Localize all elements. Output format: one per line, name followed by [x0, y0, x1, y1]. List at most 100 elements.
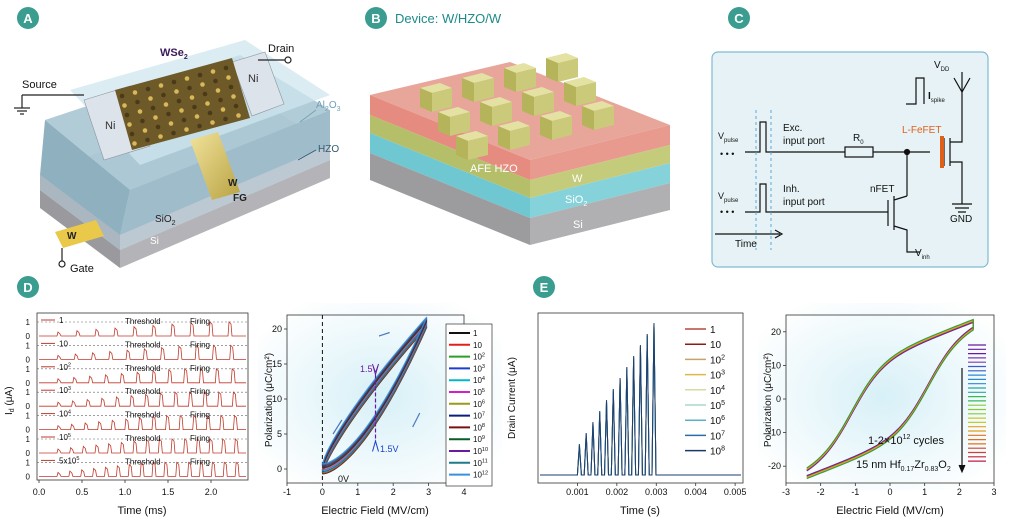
label-inh-2: input port — [783, 197, 825, 208]
xtick-label: 3 — [991, 487, 996, 497]
wse2-atom — [176, 98, 182, 104]
current-ylabel: Drain Current (μA) — [507, 357, 518, 439]
wse2-atom — [202, 91, 208, 97]
xtick-label: 2 — [957, 487, 962, 497]
electrode-front — [564, 82, 576, 106]
w-front — [370, 115, 530, 198]
hzo-left — [40, 120, 130, 235]
electrode-top — [582, 101, 614, 111]
wse2-atom — [192, 104, 197, 110]
wse2-atom — [184, 127, 189, 132]
label-vinh: Vinh — [915, 248, 930, 261]
badge-e-label: E — [540, 280, 549, 295]
legend-label: 1 — [473, 329, 478, 338]
wse2-atom — [207, 110, 213, 116]
ytick-zero: 0 — [26, 332, 31, 341]
firing-label: Firing — [190, 411, 210, 420]
label-drain: Drain — [268, 43, 294, 55]
xtick-label: 0.005 — [724, 487, 747, 497]
electrode-front — [480, 102, 492, 126]
wse2-atom — [132, 90, 138, 95]
firing-label: Firing — [190, 364, 210, 373]
ann-arrow-up — [372, 439, 379, 452]
xtick-label: 1.0 — [119, 487, 132, 497]
xtick-label: 0 — [320, 487, 325, 497]
ann-arrow-down — [372, 363, 379, 377]
xtick-label: 0.003 — [645, 487, 668, 497]
ytick-one: 1 — [26, 458, 31, 467]
wse2-atom — [200, 82, 205, 87]
legend-label: 105 — [710, 400, 725, 412]
panel-c: C VDD Ispike — [711, 7, 989, 268]
electrode-top — [420, 83, 452, 93]
sweep-arrow-3 — [332, 419, 343, 435]
w-electrode-array — [420, 53, 614, 160]
gate-terminal — [58, 260, 66, 268]
circuit-wires — [715, 72, 972, 253]
hzo-leader — [297, 149, 317, 161]
wse2-atom — [135, 99, 140, 105]
wse2-atom — [129, 131, 135, 137]
ytick-zero: 0 — [26, 472, 31, 481]
spike-stack-ylabel: Id (μA) — [4, 386, 16, 415]
label-fg: FG — [233, 193, 247, 204]
electrode-front — [582, 106, 594, 130]
label-w-gate: W — [67, 231, 77, 242]
legend-label: 105 — [473, 388, 485, 397]
wse2-atom — [171, 130, 176, 136]
row-legend-label: 105 — [59, 433, 71, 442]
wse2-atom — [119, 93, 125, 99]
wse2-atom — [145, 86, 151, 92]
legend-label: 107 — [710, 430, 725, 442]
wse2-atom — [171, 79, 177, 85]
loop-e-series — [806, 318, 974, 480]
electrode-side — [552, 116, 572, 140]
afe-front — [370, 95, 530, 180]
row-legend-label: 104 — [59, 409, 71, 418]
wse2-atom — [220, 107, 226, 112]
ytick-zero: 0 — [26, 355, 31, 364]
xtick-label: 0 — [887, 487, 892, 497]
wse2-atom — [197, 123, 202, 129]
wse2-atom — [181, 117, 187, 123]
legend-label: 106 — [710, 415, 725, 427]
legend-label: 103 — [710, 370, 725, 382]
panel-b-title: Device: W/HZO/W — [395, 11, 502, 26]
circuit-box — [711, 51, 989, 268]
wse2-atom — [205, 101, 210, 106]
colorbar-arrowhead — [958, 464, 966, 474]
wse2-atom — [158, 83, 164, 88]
label-sio2: SiO2 — [155, 214, 176, 227]
wse2-atom — [233, 103, 239, 109]
wse2-atom — [122, 103, 127, 108]
sio2-side — [530, 163, 670, 218]
dots-exc: • • • — [720, 149, 734, 159]
badge-b-label: B — [371, 11, 380, 26]
wse2-atom — [187, 85, 192, 91]
xtick-label: 3 — [426, 487, 431, 497]
ytick-zero: 0 — [26, 426, 31, 435]
firing-label: Firing — [190, 340, 210, 349]
label-afe-hzo: AFE HZO — [470, 163, 518, 175]
xtick-label: 1 — [922, 487, 927, 497]
label-hzo: HZO — [318, 144, 339, 155]
ann-1p5v-top: 1.5V — [360, 364, 379, 374]
current-frame — [537, 312, 744, 484]
electrode-top — [564, 77, 596, 87]
si-side — [530, 183, 670, 245]
xtick-label: -2 — [817, 487, 825, 497]
w-fg-strip — [190, 132, 240, 200]
loop-e-cycles: 1-2×1012 cycles — [868, 434, 944, 447]
panel-a: A WSe2 Drain Source Ni — [14, 7, 341, 275]
electrode-front — [522, 92, 534, 116]
wse2-atom — [161, 92, 166, 98]
badge-a-label: A — [23, 11, 33, 26]
legend-label: 109 — [473, 435, 485, 444]
spike-trace — [39, 391, 246, 407]
wse2-atom — [132, 141, 137, 146]
wse2-atom — [226, 75, 231, 80]
